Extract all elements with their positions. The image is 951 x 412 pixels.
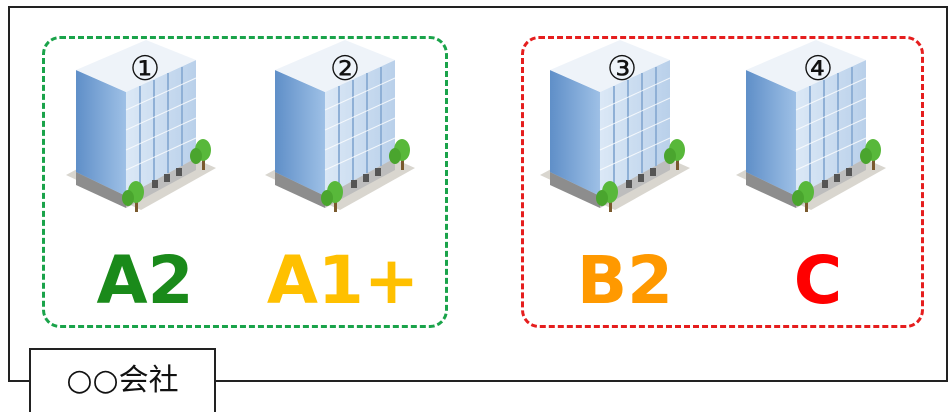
building-1-grade: A2 [96,242,194,319]
building-4-icon [726,40,896,220]
building-4-number: ④ [802,49,834,89]
group-red [521,36,924,328]
building-3-icon [530,40,700,220]
building-1-number: ① [129,49,161,89]
building-2-grade: A1+ [266,242,420,319]
building-3-grade: B2 [576,242,674,319]
building-2-number: ② [329,49,361,89]
group-green [42,36,448,328]
company-label: ○○会社 [29,348,216,412]
building-1-icon [56,40,226,220]
building-4-grade: C [793,242,843,319]
building-2-icon [255,40,425,220]
building-3-number: ③ [606,49,638,89]
